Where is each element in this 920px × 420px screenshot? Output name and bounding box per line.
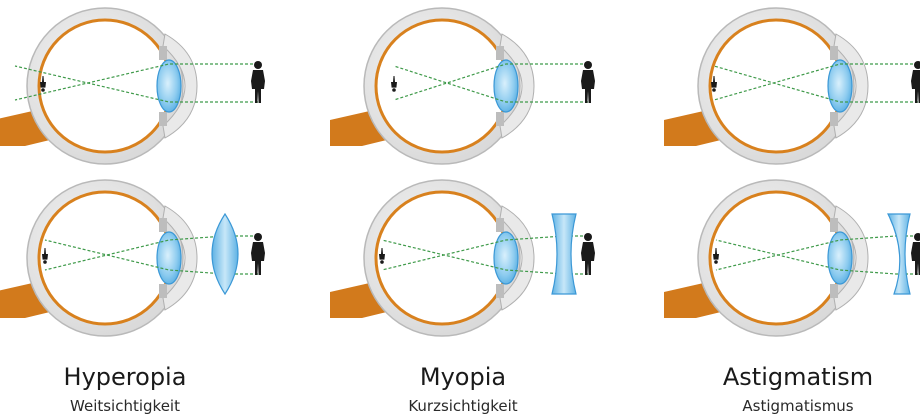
corrected-hyperopia-eye	[0, 178, 265, 338]
condition-title: Hyperopia	[63, 363, 187, 391]
eye-cross-section	[328, 178, 536, 338]
eye-cross-section	[662, 178, 870, 338]
object-figure	[581, 233, 595, 275]
eye-cross-section	[328, 6, 536, 166]
object-figure	[581, 61, 595, 103]
condition-title: Astigmatism	[722, 363, 874, 391]
light-rays	[393, 63, 588, 103]
object-figure	[911, 233, 920, 275]
light-rays	[44, 235, 258, 275]
condition-subtitle: Weitsichtigkeit	[70, 397, 180, 415]
uncorrected-astigmatism-eye	[662, 6, 920, 166]
light-rays	[715, 235, 918, 275]
light-rays	[713, 63, 918, 103]
object-figure	[251, 233, 265, 275]
corrected-astigmatism-eye	[662, 178, 920, 338]
object-figure	[911, 61, 920, 103]
corrective-lens	[211, 212, 239, 296]
corrected-myopia-eye	[328, 178, 595, 338]
uncorrected-hyperopia-eye	[0, 6, 265, 166]
corrective-lens	[887, 213, 911, 295]
condition-title: Myopia	[419, 363, 507, 391]
condition-subtitle: Astigmatismus	[742, 397, 854, 415]
corrective-lens	[551, 213, 577, 295]
light-rays	[381, 235, 588, 275]
eye-cross-section	[662, 6, 870, 166]
uncorrected-myopia-eye	[328, 6, 595, 166]
condition-subtitle: Kurzsichtigkeit	[408, 397, 518, 415]
object-figure	[251, 61, 265, 103]
eye-cross-section	[0, 178, 199, 338]
